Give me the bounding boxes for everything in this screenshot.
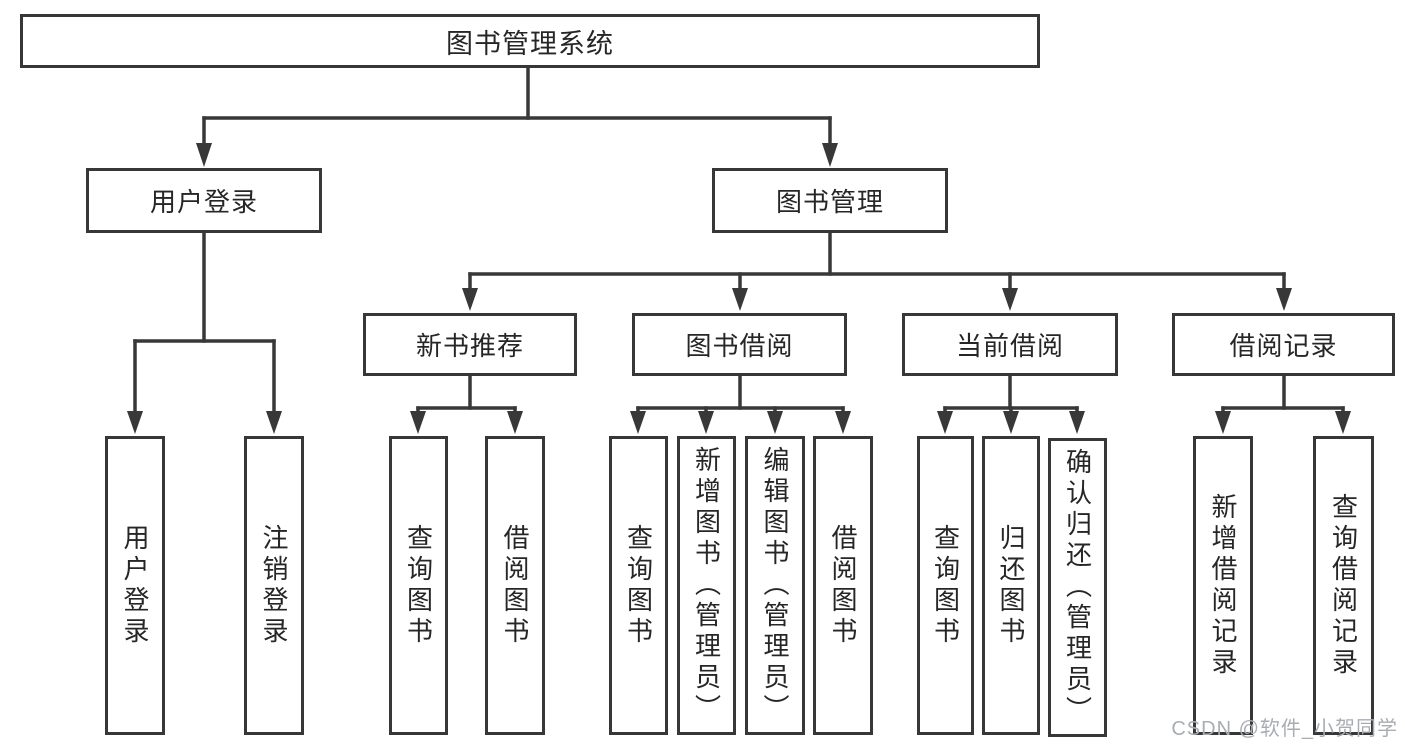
leaf-query-books-recommend: 查询图书 xyxy=(389,436,448,735)
arrow-down-icon xyxy=(1215,411,1231,434)
arrow-down-icon xyxy=(127,411,143,434)
arrow-down-icon xyxy=(822,143,838,167)
arrow-down-icon xyxy=(937,411,953,434)
arrow-down-icon xyxy=(266,411,282,434)
leaf-logout: 注销登录 xyxy=(244,436,304,735)
node-user-login: 用户登录 xyxy=(86,168,322,233)
leaf-borrow-books-recommend: 借阅图书 xyxy=(485,436,545,735)
arrow-down-icon xyxy=(630,411,646,434)
arrow-down-icon xyxy=(1003,411,1019,434)
leaf-add-borrow-record: 新增借阅记录 xyxy=(1193,436,1253,735)
arrow-down-icon xyxy=(462,288,478,311)
arrow-heads xyxy=(127,143,1351,434)
arrow-down-icon xyxy=(698,411,714,434)
arrow-down-icon xyxy=(196,143,212,167)
leaf-user-login: 用户登录 xyxy=(105,436,165,735)
csdn-watermark: CSDN @软件_小贺同学 xyxy=(1171,718,1398,740)
arrow-down-icon xyxy=(507,411,523,434)
arrow-down-icon xyxy=(1069,411,1085,434)
arrow-down-icon xyxy=(732,288,748,311)
leaf-borrow-books: 借阅图书 xyxy=(813,436,873,735)
arrow-down-icon xyxy=(1276,288,1292,311)
arrow-down-icon xyxy=(835,411,851,434)
leaf-return-books: 归还图书 xyxy=(982,436,1040,735)
arrow-down-icon xyxy=(1002,288,1018,311)
leaf-query-books-borrow: 查询图书 xyxy=(609,436,668,735)
node-current-borrow: 当前借阅 xyxy=(902,313,1118,376)
arrow-down-icon xyxy=(767,411,783,434)
leaf-confirm-return-admin: 确认归还（管理员） xyxy=(1048,438,1107,737)
leaf-edit-books-admin: 编辑图书（管理员） xyxy=(745,436,805,735)
leaf-query-borrow-record: 查询借阅记录 xyxy=(1313,436,1374,735)
node-book-management: 图书管理 xyxy=(712,168,948,233)
node-borrow-records: 借阅记录 xyxy=(1172,313,1395,376)
node-new-book-recommend: 新书推荐 xyxy=(363,313,577,376)
arrow-down-icon xyxy=(410,411,426,434)
node-library-management-system: 图书管理系统 xyxy=(20,14,1040,68)
node-book-borrow: 图书借阅 xyxy=(632,313,847,376)
leaf-query-books-current: 查询图书 xyxy=(917,436,974,735)
arrow-down-icon xyxy=(1335,411,1351,434)
leaf-add-books-admin: 新增图书（管理员） xyxy=(677,436,736,735)
